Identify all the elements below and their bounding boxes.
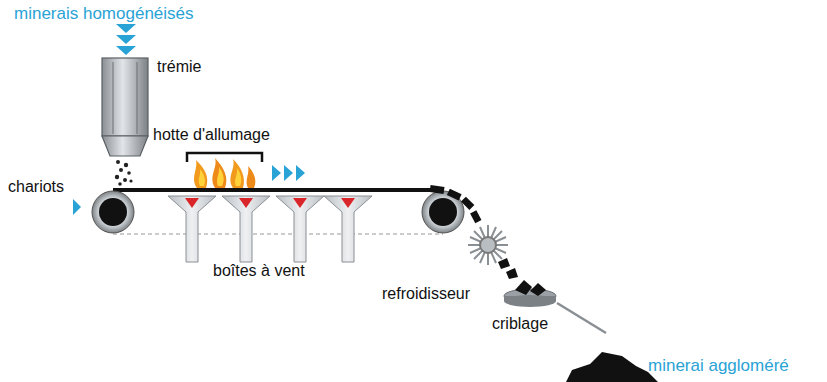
part-label: hotte d'allumage xyxy=(153,126,270,144)
crushed-pieces xyxy=(498,258,518,279)
part-label: chariots xyxy=(8,178,64,196)
sinter-cake xyxy=(430,185,482,223)
part-label: criblage xyxy=(492,315,548,333)
product-label: minerai aggloméré xyxy=(648,356,789,376)
part-label: refroidisseur xyxy=(382,285,470,303)
feed-label: minerais homogénéisés xyxy=(14,4,194,24)
part-label: trémie xyxy=(157,58,201,76)
part-label: boîtes à vent xyxy=(213,262,305,280)
feed-arrows xyxy=(116,24,136,55)
hopper xyxy=(102,58,148,156)
flames xyxy=(194,158,255,188)
sinter-pile xyxy=(566,352,658,382)
crusher xyxy=(468,225,508,265)
screen xyxy=(557,303,606,333)
entry-arrow xyxy=(73,199,81,215)
travel-arrows xyxy=(272,165,305,181)
wind-boxes xyxy=(168,196,372,262)
ignition-hood xyxy=(187,153,262,162)
falling-ore xyxy=(115,160,133,186)
cooler xyxy=(504,280,556,307)
